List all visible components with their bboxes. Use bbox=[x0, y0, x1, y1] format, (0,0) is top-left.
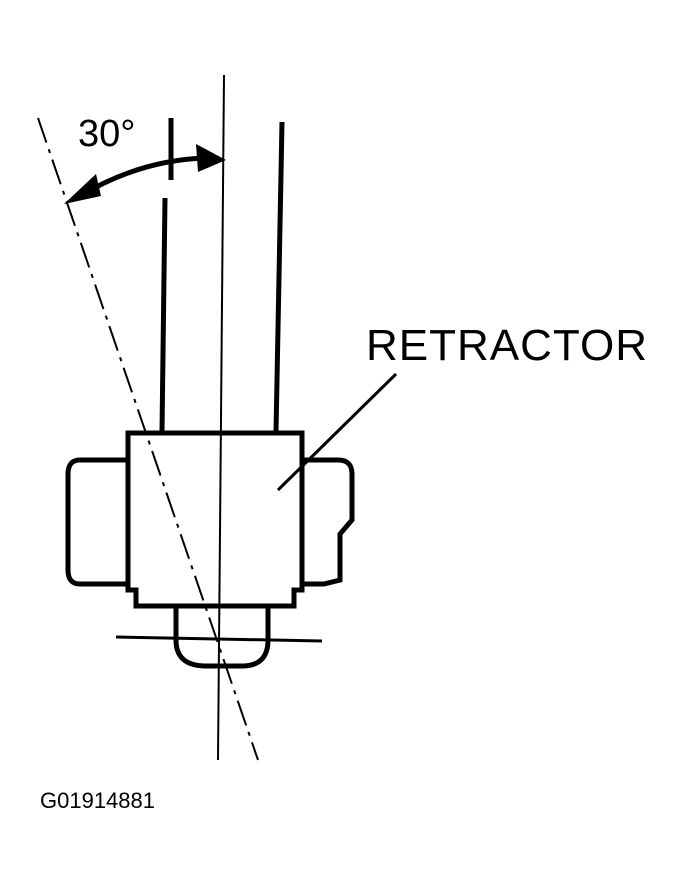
belt-right-edge bbox=[273, 121, 285, 433]
retractor-left-housing bbox=[65, 457, 128, 587]
angle-label: 30° bbox=[78, 113, 135, 155]
tilted-center-line bbox=[37, 117, 259, 761]
base-line bbox=[115, 635, 323, 643]
belt-left-edge bbox=[159, 118, 174, 433]
figure-code: G01914881 bbox=[40, 788, 155, 813]
retractor-label: RETRACTOR bbox=[366, 321, 648, 370]
vertical-reference-line bbox=[217, 74, 225, 761]
angle-arrow-right bbox=[196, 144, 226, 172]
retractor-main-block bbox=[125, 430, 305, 609]
retractor-right-housing bbox=[302, 457, 355, 587]
retractor-bottom-knob bbox=[173, 606, 271, 669]
angle-arrow-left bbox=[64, 174, 101, 204]
retractor-leader-line bbox=[276, 372, 398, 492]
